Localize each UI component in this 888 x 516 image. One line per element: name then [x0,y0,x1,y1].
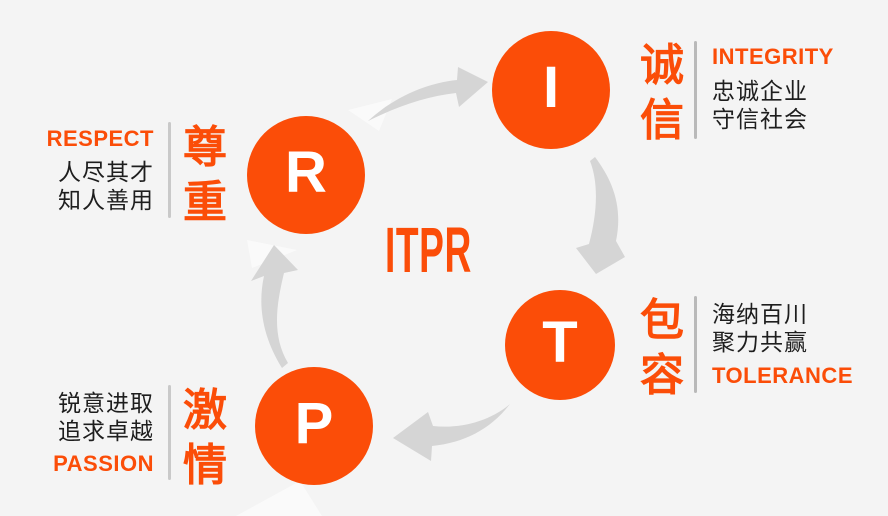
respect-desc-line: 人尽其才 [58,159,154,185]
passion-circle: P [255,367,373,485]
passion-desc-line: 追求卓越 [58,418,154,444]
decor-triangle [348,99,392,131]
respect-circle: R [247,116,365,234]
integrity-circle: I [492,31,610,149]
respect-cn-label: 尊重 [183,123,227,227]
arrow-r-to-i-icon [368,67,488,121]
center-title: ITPR [385,214,472,286]
arrow-i-to-t-icon [576,157,625,274]
respect-en-label: RESPECT [46,126,154,151]
arrow-t-to-p-icon [393,404,510,461]
passion-desc-line: 锐意进取 [58,390,154,416]
passion-desc: 锐意进取 追求卓越 PASSION [16,389,154,477]
tolerance-desc-line: 海纳百川 [712,301,808,327]
integrity-letter: I [542,55,560,120]
passion-en-label: PASSION [53,451,154,476]
arrow-p-to-r-icon [251,245,298,368]
decor-triangle [236,481,322,516]
integrity-en-label: INTEGRITY [712,44,834,69]
tolerance-cn-label: 包容 [640,296,684,400]
tolerance-divider [694,296,697,393]
respect-desc-line: 知人善用 [58,187,154,213]
tolerance-en-label: TOLERANCE [712,363,853,388]
tolerance-letter: T [542,310,578,375]
integrity-desc-line: 忠诚企业 [712,78,808,104]
integrity-divider [694,41,697,139]
respect-divider [168,122,171,218]
respect-desc: RESPECT 人尽其才 知人善用 [16,126,154,214]
integrity-desc: INTEGRITY 忠诚企业 守信社会 [712,44,834,133]
integrity-desc-line: 守信社会 [712,106,808,132]
passion-cn-label: 激情 [183,386,227,490]
passion-letter: P [294,391,334,456]
tolerance-desc: 海纳百川 聚力共赢 TOLERANCE [712,300,853,389]
respect-letter: R [285,140,327,205]
tolerance-desc-line: 聚力共赢 [712,329,808,355]
passion-divider [168,385,171,480]
integrity-cn-label: 诚信 [640,41,684,145]
tolerance-circle: T [505,290,615,400]
